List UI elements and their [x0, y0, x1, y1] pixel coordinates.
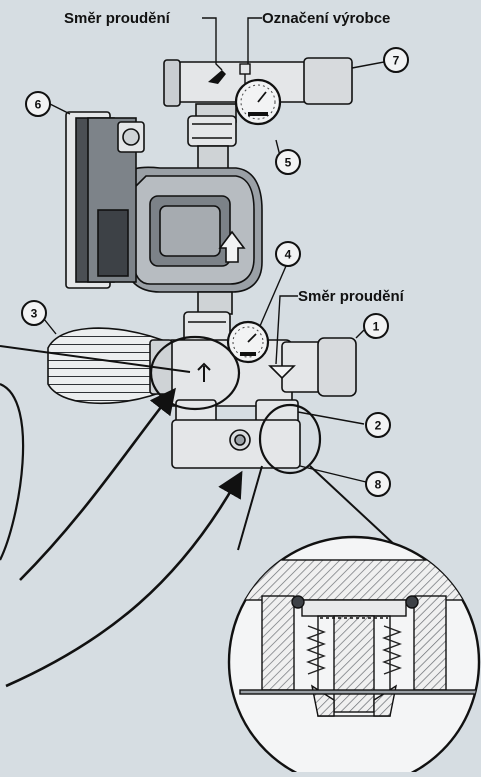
callout-7: 7	[383, 47, 409, 73]
svg-text:1: 1	[373, 320, 380, 334]
callout-3: 3	[21, 300, 47, 326]
callout-1: 1	[363, 313, 389, 339]
spring-icon	[306, 625, 402, 675]
pointer-arrows	[5, 387, 243, 688]
flow-direction-mid-label: Směr proudění	[298, 288, 405, 305]
svg-text:4: 4	[285, 248, 292, 262]
thermometer-gauge-top-icon	[234, 63, 282, 126]
callout-4: 4	[275, 241, 301, 267]
svg-text:7: 7	[393, 54, 400, 68]
top-pipe-assembly	[163, 57, 353, 147]
thermometer-gauge-bottom-icon	[226, 320, 270, 364]
svg-text:8: 8	[375, 478, 382, 492]
circulation-pump	[65, 111, 263, 315]
highlight-circles	[0, 335, 322, 561]
svg-text:6: 6	[35, 98, 42, 112]
svg-text:2: 2	[375, 419, 382, 433]
flow-arrow-top-icon	[208, 70, 226, 84]
check-valve-detail	[227, 535, 481, 777]
flow-direction-top-label: Směr proudění	[64, 10, 171, 27]
svg-text:5: 5	[285, 156, 292, 170]
svg-text:3: 3	[31, 307, 38, 321]
callout-8: 8	[365, 471, 391, 497]
manufacturer-mark-label: Označení výrobce	[262, 10, 390, 27]
callout-2: 2	[365, 412, 391, 438]
valve-arrow-icon	[197, 362, 211, 382]
flow-arrow-mid-icon	[268, 365, 296, 380]
callout-lines	[39, 17, 385, 483]
callout-5: 5	[275, 149, 301, 175]
thermostatic-head	[47, 327, 173, 405]
callout-6: 6	[25, 91, 51, 117]
